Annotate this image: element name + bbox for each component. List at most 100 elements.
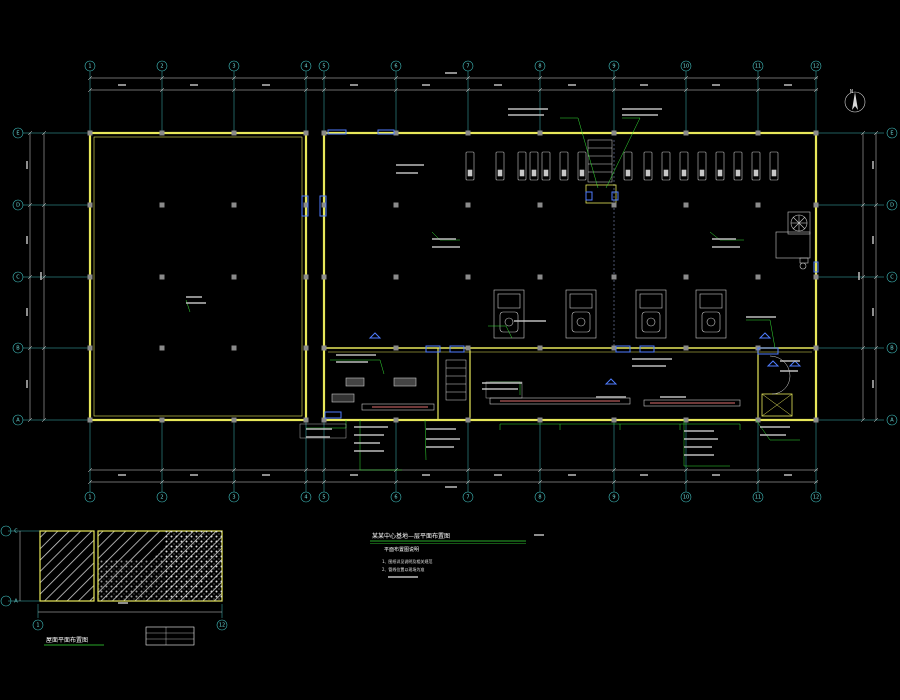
annotation-mark <box>858 272 860 280</box>
column <box>813 202 819 208</box>
column <box>393 130 399 136</box>
dim-tick <box>813 467 819 473</box>
annotation-mark <box>534 534 544 536</box>
dim-tick <box>393 479 399 485</box>
axis-label-row-A: A <box>890 418 894 424</box>
column <box>394 203 398 207</box>
equipment-unit-detail <box>663 169 669 177</box>
equipment-unit-detail <box>717 169 723 177</box>
annotation-mark <box>306 436 330 438</box>
axis-bubble-col <box>680 60 692 72</box>
fire-alarm-symbol <box>766 360 780 367</box>
annotation-mark <box>746 316 776 318</box>
machine-unit-part <box>641 311 661 333</box>
dim-tick <box>465 479 471 485</box>
annotation-mark <box>336 361 368 363</box>
leader-line <box>330 359 385 375</box>
column <box>538 203 542 207</box>
equipment-unit-detail <box>699 169 705 177</box>
dim-tick <box>860 274 866 280</box>
note-1: 1、图纸详见说明及相关规范 <box>382 558 432 564</box>
annotation-mark <box>760 434 786 436</box>
axis-label-col-7: 7 <box>466 64 469 70</box>
machine-unit <box>695 289 727 339</box>
leader-lines <box>185 117 800 471</box>
annotation-mark <box>872 161 874 169</box>
annotation-mark <box>262 474 270 476</box>
fire-door-symbol <box>319 195 327 217</box>
fire-door-symbol <box>611 191 619 201</box>
note-2: 2、管线位置以现场为准 <box>382 566 424 572</box>
column <box>232 346 236 350</box>
leader-line <box>499 424 741 430</box>
equipment-unit-detail <box>625 169 631 177</box>
drawing-title: 某某中心基地—层平面布置图 <box>372 532 450 540</box>
fire-door-symbol <box>615 345 631 353</box>
leader-line <box>746 319 776 349</box>
dim-tick <box>159 479 165 485</box>
axis-label-col-8: 8 <box>538 64 541 70</box>
dim-tick <box>303 467 309 473</box>
column <box>159 130 165 136</box>
annotation-mark <box>872 308 874 316</box>
column <box>231 417 237 423</box>
annotation-mark <box>426 438 460 440</box>
axis-bubble-col <box>156 491 168 503</box>
axis-bubble-col <box>318 491 330 503</box>
machine-unit-part <box>504 317 514 327</box>
equipment-unit-detail <box>735 169 741 177</box>
axis-bubble-col <box>534 491 546 503</box>
annotation-mark <box>784 474 792 476</box>
axis-label-row-B: B <box>890 346 894 352</box>
dim-tick <box>231 87 237 93</box>
dim-tick <box>321 479 327 485</box>
dim-tick <box>465 75 471 81</box>
annotation-mark <box>712 238 736 240</box>
axis-bubble-col <box>156 60 168 72</box>
axis-label-row-E: E <box>16 131 19 137</box>
axis-label-col-10: 10 <box>683 495 689 501</box>
column <box>160 203 164 207</box>
small-axis-1: 1 <box>36 623 39 629</box>
annotation-mark <box>350 474 358 476</box>
fire-door-symbol <box>757 347 779 355</box>
north-label: N <box>850 89 853 95</box>
machine-unit-part <box>497 293 521 309</box>
annotation-mark <box>482 388 518 390</box>
dim-tick <box>813 479 819 485</box>
axis-bubble-row <box>12 271 24 283</box>
title-block: 某某中心基地—层平面布置图 平面布置图说明 1、图纸详见说明及相关规范 2、管线… <box>370 532 526 572</box>
column <box>465 130 471 136</box>
column <box>755 417 761 423</box>
equipment-unit-detail <box>645 169 651 177</box>
axis-label-row-D: D <box>16 203 20 209</box>
column <box>159 417 165 423</box>
annotation-mark <box>26 161 28 169</box>
column <box>321 274 327 280</box>
annotation-mark <box>306 428 332 430</box>
fire-door-symbol <box>324 411 342 419</box>
equipment-unit-detail <box>467 169 473 177</box>
axis-label-col-4: 4 <box>304 64 307 70</box>
column <box>537 130 543 136</box>
column <box>611 345 617 351</box>
annotation-mark <box>622 108 662 110</box>
axis-bubble-col <box>462 491 474 503</box>
dim-tick <box>27 274 33 280</box>
axis-bubble-col <box>608 60 620 72</box>
column <box>321 202 327 208</box>
axis-label-row-D: D <box>890 203 894 209</box>
column <box>466 203 470 207</box>
dim-tick <box>683 87 689 93</box>
fan-icon <box>775 211 811 270</box>
fire-alarm-symbol <box>758 332 772 339</box>
dim-tick <box>611 467 617 473</box>
axis-label-row-A: A <box>16 418 20 424</box>
dim-tick <box>87 467 93 473</box>
label-box <box>299 423 347 439</box>
axis-label-col-7: 7 <box>466 495 469 501</box>
dim-tick <box>393 87 399 93</box>
annotation-mark <box>780 370 798 372</box>
column <box>231 130 237 136</box>
